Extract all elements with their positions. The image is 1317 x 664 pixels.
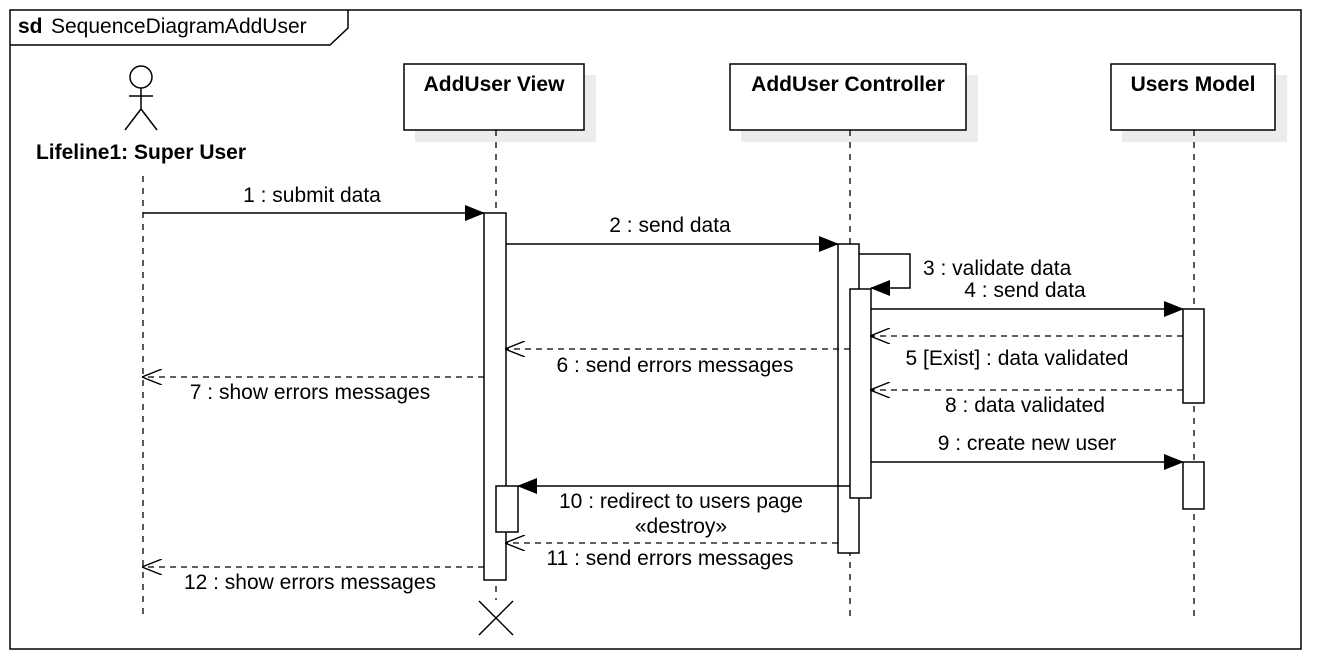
lifeline-label-view: AddUser View (424, 73, 565, 96)
message-4-label: 4 : send data (964, 279, 1086, 302)
activation-model-2 (1182, 461, 1205, 510)
message-2-label: 2 : send data (609, 214, 731, 237)
stereotype-destroy-label: «destroy» (635, 515, 727, 538)
lifeline-head-model: Users Model (1110, 63, 1287, 142)
message-3-label: 3 : validate data (923, 257, 1072, 280)
actor-icon (124, 65, 158, 131)
message-1-label: 1 : submit data (243, 184, 381, 207)
lifeline-head-controller: AddUser Controller (729, 63, 978, 142)
message-6-label: 6 : send errors messages (557, 354, 794, 377)
activation-model-1 (1182, 308, 1205, 404)
message-7-label: 7 : show errors messages (190, 381, 430, 404)
message-3-arrow (859, 253, 911, 296)
message-12-label: 12 : show errors messages (184, 571, 436, 594)
message-11-label: 11 : send errors messages (546, 547, 793, 570)
message-10-label: 10 : redirect to users page (559, 490, 803, 513)
frame-title: SequenceDiagramAddUser (51, 15, 307, 38)
message-5-label: 5 [Exist] : data validated (906, 347, 1129, 370)
frame-keyword: sd (18, 15, 43, 38)
message-8-label: 8 : data validated (945, 394, 1105, 417)
activation-controller-nested (849, 288, 872, 499)
lifeline-label-controller: AddUser Controller (751, 73, 945, 96)
activation-view-nested (495, 485, 519, 533)
message-9-label: 9 : create new user (938, 432, 1117, 455)
lifeline-head-view: AddUser View (403, 63, 596, 142)
actor-label: Lifeline1: Super User (36, 141, 246, 164)
lifeline-label-model: Users Model (1131, 73, 1256, 96)
destroy-x-icon (478, 600, 514, 636)
frame-tab (10, 10, 349, 46)
diagram-frame (9, 9, 1302, 650)
